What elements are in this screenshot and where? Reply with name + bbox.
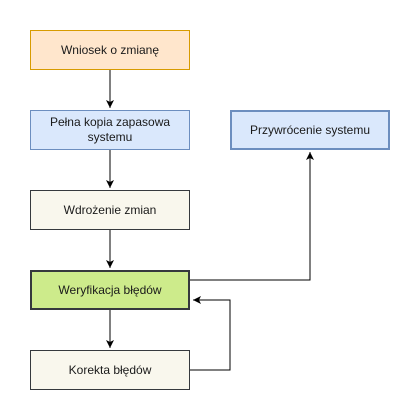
node-implementation[interactable]: Wdrożenie zmian [30,190,190,230]
node-implementation-label: Wdrożenie zmian [63,202,157,217]
node-system-restore-label: Przywrócenie systemu [249,122,371,137]
node-error-verification[interactable]: Weryfikacja błędów [30,270,190,310]
node-change-request-label: Wniosek o zmianę [60,42,160,57]
node-error-verification-label: Weryfikacja błędów [58,282,162,297]
edge-verification-to-restore [190,152,314,281]
node-error-correction[interactable]: Korekta błędów [30,350,190,390]
edge-correction-to-verification [190,296,231,371]
node-error-correction-label: Korekta błędów [68,362,152,377]
node-full-backup-label: Pełna kopia zapasowa systemu [49,115,171,144]
node-full-backup[interactable]: Pełna kopia zapasowa systemu [30,110,190,150]
node-system-restore[interactable]: Przywrócenie systemu [230,110,390,150]
node-change-request[interactable]: Wniosek o zmianę [30,30,190,70]
